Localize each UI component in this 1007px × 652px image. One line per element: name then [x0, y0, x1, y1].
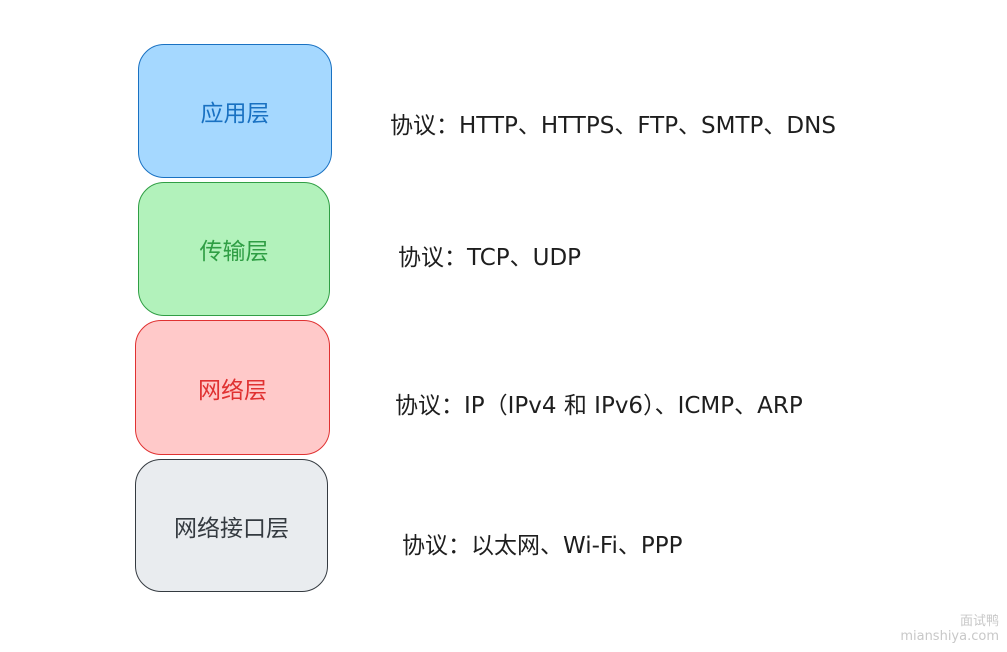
layer-box-application: 应用层 [138, 44, 332, 178]
layer-box-transport: 传输层 [138, 182, 330, 316]
protocols-application: 协议：HTTP、HTTPS、FTP、SMTP、DNS [390, 113, 836, 139]
protocols-transport: 协议：TCP、UDP [398, 245, 582, 271]
watermark-line1: 面试鸭 [959, 614, 999, 629]
layer-label: 应用层 [200, 101, 270, 127]
layer-label: 传输层 [199, 239, 269, 265]
layer-box-link: 网络接口层 [135, 459, 328, 592]
protocols-link: 协议：以太网、Wi-Fi、PPP [402, 533, 683, 559]
watermark-line2: mianshiya.com [900, 629, 999, 644]
watermark: 面试鸭 mianshiya.com [900, 610, 999, 644]
layer-label: 网络层 [198, 377, 267, 404]
layer-box-network: 网络层 [135, 320, 330, 455]
layer-label: 网络接口层 [174, 515, 289, 542]
protocols-network: 协议：IP（IPv4 和 IPv6）、ICMP、ARP [395, 393, 803, 419]
